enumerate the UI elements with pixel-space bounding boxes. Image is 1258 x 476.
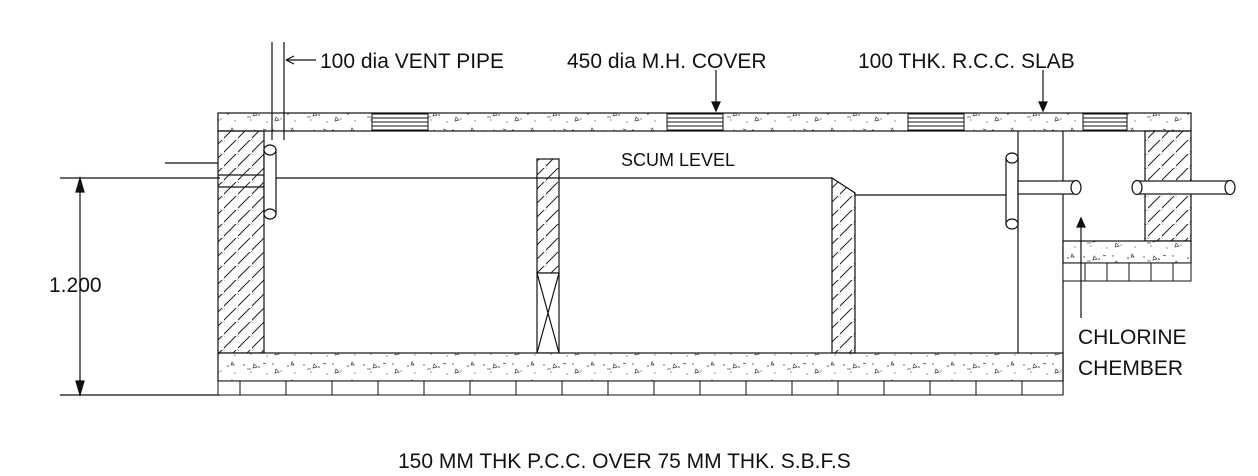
left-wall — [217, 130, 265, 354]
vent-pipe — [271, 42, 285, 140]
chlorine-chamber-slab — [1062, 240, 1192, 264]
leader-arrows — [285, 55, 1086, 318]
base-sbfs-layer — [217, 380, 1064, 396]
partition-wall — [831, 176, 856, 354]
chlorine-chamber-label-line2: CHEMBER — [1078, 357, 1183, 380]
scum-level-label: SCUM LEVEL — [621, 150, 735, 170]
rcc-slab-label: 100 THK. R.C.C. SLAB — [858, 50, 1075, 73]
base-note-label: 150 MM THK P.C.C. OVER 75 MM THK. S.B.F.… — [398, 450, 851, 473]
vent-pipe-label: 100 dia VENT PIPE — [320, 50, 504, 73]
depth-label: 1.200 — [49, 274, 102, 297]
slab-openings — [371, 113, 1128, 131]
final-outlet-pipe — [1131, 179, 1236, 196]
outlet-tee-pipe — [1005, 152, 1082, 230]
mh-cover-label: 450 dia M.H. COVER — [567, 50, 767, 73]
chlorine-chamber-base — [1062, 262, 1192, 282]
scum-level-line — [165, 162, 1018, 196]
chlorine-chamber-label-line1: CHLORINE — [1078, 326, 1187, 349]
baffle-wall — [536, 158, 560, 354]
inlet-tee-pipe — [218, 144, 277, 220]
depth-dimension — [60, 175, 220, 398]
base-pcc-slab — [217, 352, 1064, 382]
